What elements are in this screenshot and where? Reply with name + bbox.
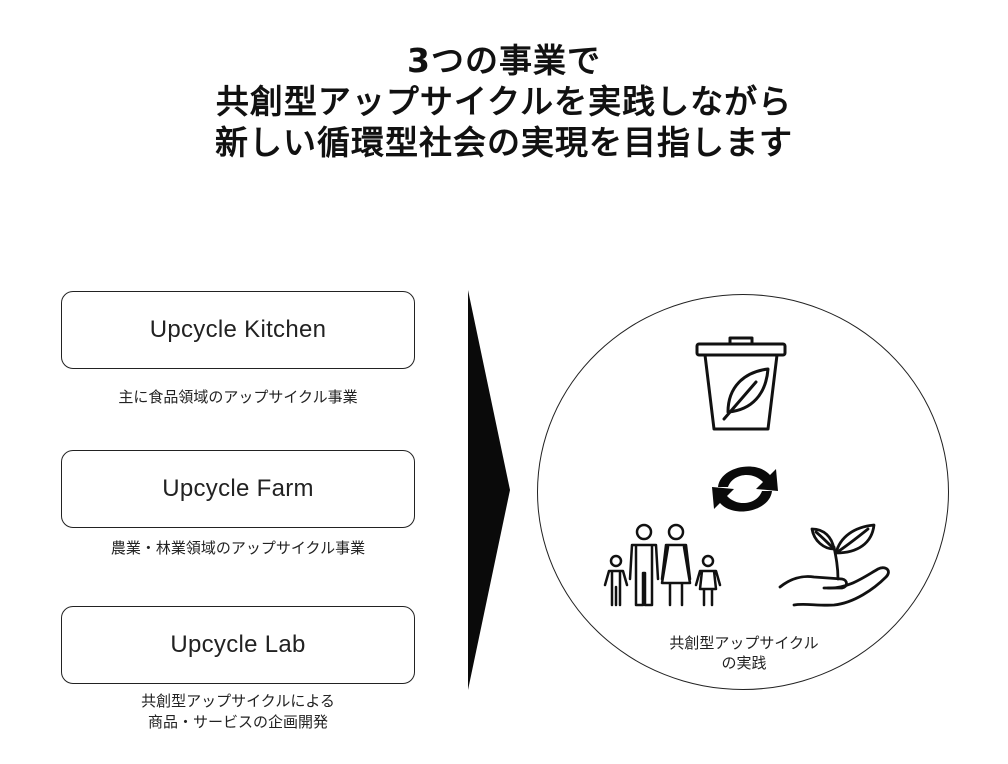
business-name: Upcycle Lab <box>170 631 306 658</box>
business-description-line: 農業・林業領域のアップサイクル事業 <box>110 539 366 557</box>
business-description-line: 主に食品領域のアップサイクル事業 <box>118 388 358 406</box>
result-label: 共創型アップサイクル の実践 <box>637 633 851 673</box>
business-box-upcycle-lab: Upcycle Lab <box>61 606 415 684</box>
result-label-line-2: の実践 <box>721 654 767 672</box>
recycle-arrows-icon <box>712 466 778 512</box>
result-label-line-1: 共創型アップサイクル <box>669 634 819 652</box>
business-description-line: 商品・サービスの企画開発 <box>147 713 328 731</box>
family-icon <box>603 523 722 607</box>
business-description-upcycle-kitchen: 主に食品領域のアップサイクル事業 <box>61 387 415 408</box>
sprout-in-hand-icon <box>778 523 890 607</box>
business-name: Upcycle Farm <box>162 475 314 502</box>
business-description-line: 共創型アップサイクルによる <box>141 692 335 710</box>
page-title: 3つの事業で 共創型アップサイクルを実践しながら 新しい循環型社会の実現を目指し… <box>0 40 1008 163</box>
title-line-2: 共創型アップサイクルを実践しながら <box>215 82 793 121</box>
business-description-upcycle-lab: 共創型アップサイクルによる 商品・サービスの企画開発 <box>61 691 415 733</box>
business-name: Upcycle Kitchen <box>149 316 327 343</box>
business-box-upcycle-kitchen: Upcycle Kitchen <box>61 291 415 369</box>
compost-bin-icon <box>695 336 787 431</box>
title-line-3: 新しい循環型社会の実現を目指します <box>215 123 793 162</box>
business-box-upcycle-farm: Upcycle Farm <box>61 450 415 528</box>
business-description-upcycle-farm: 農業・林業領域のアップサイクル事業 <box>61 538 415 559</box>
flow-arrow-icon <box>468 290 510 690</box>
result-circle <box>537 294 949 690</box>
title-line-1: 3つの事業で <box>407 41 601 80</box>
